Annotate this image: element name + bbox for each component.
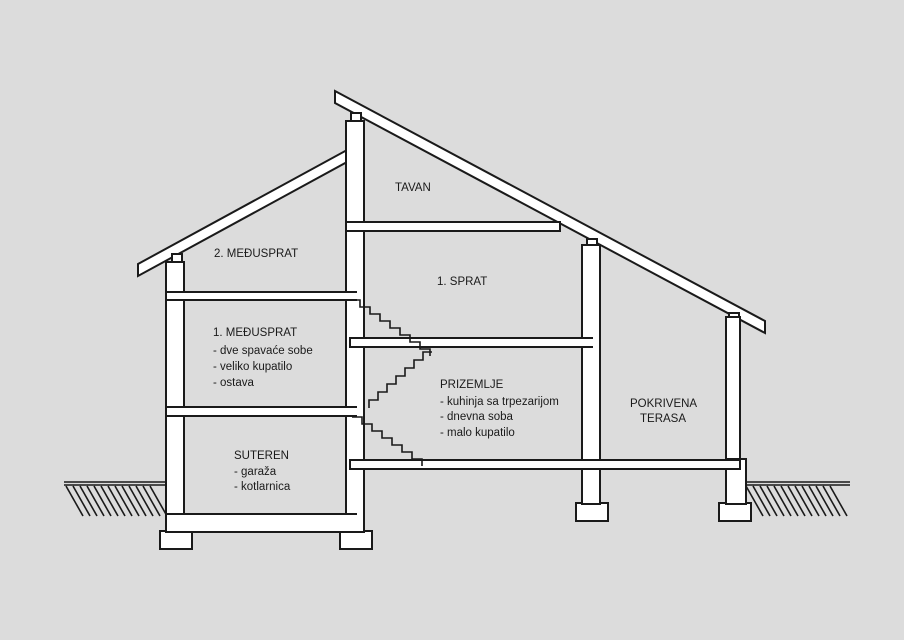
room-prizemlje-item: - dnevna soba: [440, 411, 513, 423]
room-prizemlje-item: - kuhinja sa trpezarijom: [440, 396, 559, 408]
ground-hatch-line: [780, 485, 799, 517]
room-1-meduprat-item: - veliko kupatilo: [213, 361, 292, 373]
ground-hatch-line: [745, 485, 764, 517]
ground-hatch-line: [794, 485, 813, 517]
ground-right: [744, 481, 850, 517]
room-suteren-title: SUTEREN: [234, 450, 289, 462]
ground-hatch-line: [121, 485, 140, 517]
ground-hatch-line: [86, 485, 105, 517]
ground-hatch-line: [142, 485, 161, 517]
roof-right: [334, 89, 766, 335]
ground-hatch-line: [752, 485, 771, 517]
structure: [165, 120, 747, 533]
ground-hatch-line: [114, 485, 133, 517]
room-pokrivena-terasa-line: POKRIVENA: [630, 398, 697, 410]
ground-hatch-line: [808, 485, 827, 517]
ground-hatch-line: [801, 485, 820, 517]
staircase-lower: [352, 416, 423, 466]
footing-mid: [575, 502, 609, 522]
staircase-middle: [368, 351, 432, 408]
room-1-meduprat-title: 1. MEĐUSPRAT: [213, 327, 297, 339]
ground-hatch-line: [822, 485, 841, 517]
ground-hatch-line: [135, 485, 154, 517]
ground-hatch-line: [149, 485, 168, 517]
ground-hatch-line: [72, 485, 91, 517]
ground-hatch-line: [773, 485, 792, 517]
room-1-sprat-title: 1. SPRAT: [437, 276, 487, 288]
room-1-meduprat-item: - dve spavaće sobe: [213, 345, 313, 357]
room-pokrivena-terasa-label: POKRIVENA TERASA: [630, 398, 697, 425]
room-prizemlje-title: PRIZEMLJE: [440, 379, 504, 391]
ground-hatch-line: [815, 485, 834, 517]
room-tavan-title: TAVAN: [395, 182, 431, 194]
room-1-meduprat-label: 1. MEĐUSPRAT - dve spavaće sobe - veliko…: [213, 327, 313, 389]
room-pokrivena-terasa-line: TERASA: [640, 413, 686, 425]
footing-center: [339, 530, 373, 550]
ground-hatch-line: [829, 485, 848, 517]
ground-hatch-line: [787, 485, 806, 517]
footing-left: [159, 530, 193, 550]
room-2-meduprat-title: 2. MEĐUSPRAT: [214, 248, 298, 260]
ground-hatch-line: [759, 485, 778, 517]
ground-hatch-line: [128, 485, 147, 517]
ground-hatch-line: [766, 485, 785, 517]
room-1-meduprat-item: - ostava: [213, 377, 255, 389]
ground-hatch-line: [79, 485, 98, 517]
room-suteren-item: - garaža: [234, 466, 277, 478]
ground-left: [64, 481, 168, 517]
ground-hatch-line: [107, 485, 126, 517]
ground-hatch-line: [65, 485, 84, 517]
staircase-upper: [350, 299, 431, 356]
room-prizemlje-item: - malo kupatilo: [440, 427, 515, 439]
footing-right: [718, 502, 752, 522]
room-prizemlje-label: PRIZEMLJE - kuhinja sa trpezarijom - dne…: [440, 379, 559, 439]
ground-hatch-line: [93, 485, 112, 517]
room-suteren-item: - kotlarnica: [234, 481, 291, 493]
room-suteren-label: SUTEREN - garaža - kotlarnica: [234, 450, 291, 493]
ground-hatch-line: [100, 485, 119, 517]
